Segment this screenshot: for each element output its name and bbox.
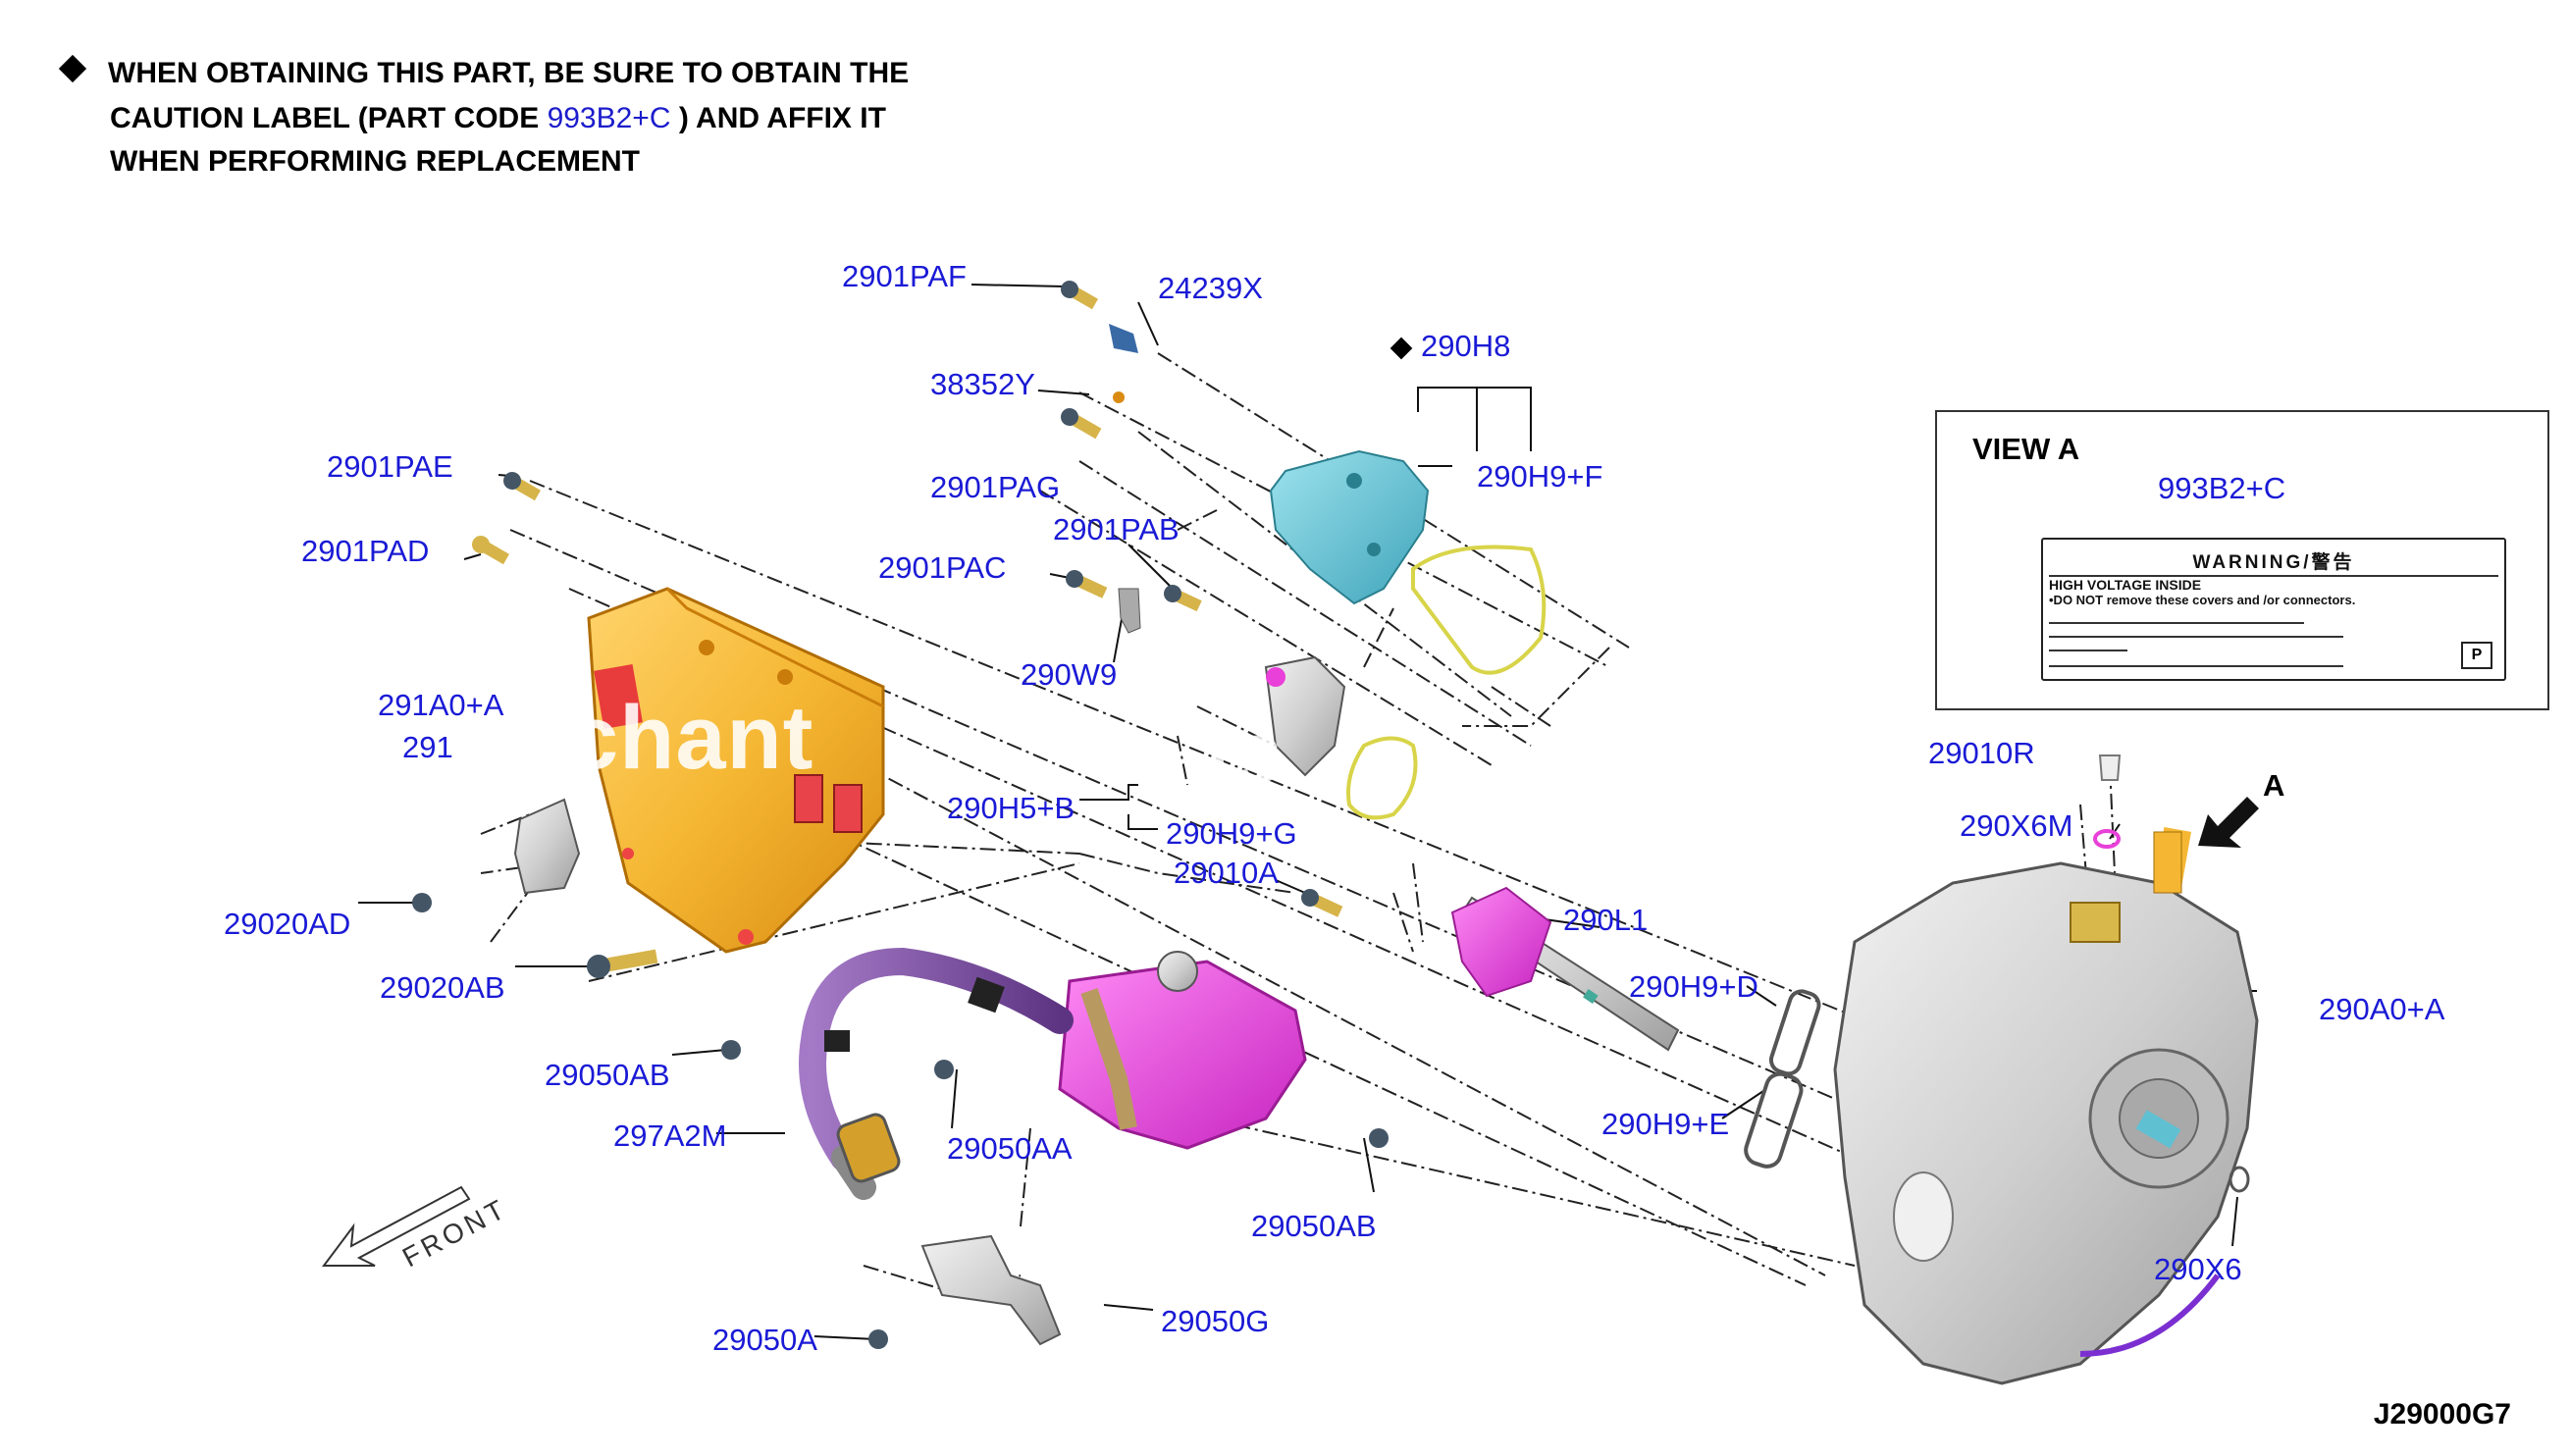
divider [2049,575,2498,577]
callout-290H8[interactable]: 290H8 [1390,329,1511,363]
warning-title: WARNING/警告 [2192,552,2355,573]
divider [2049,650,2127,651]
callout-297A2M[interactable]: 297A2M [613,1118,727,1153]
callout-29020AD[interactable]: 29020AD [224,907,351,941]
callout-2901PAD[interactable]: 2901PAD [301,534,430,568]
callout-290W9[interactable]: 290W9 [1021,657,1118,692]
diagram-id: J29000G7 [2373,1398,2511,1430]
clip-38352Y [1113,391,1125,403]
sensor-290W9 [1118,588,1141,634]
oil-pump-cover-290H8[interactable] [1269,449,1430,605]
cable-297A2M[interactable] [799,947,1074,1200]
shaft-290L1[interactable] [1450,886,1680,1052]
warning-label: WARNING/警告 HIGH VOLTAGE INSIDE •DO NOT r… [2041,538,2506,681]
bolt-29020AB [587,949,658,978]
callout-2901PAE[interactable]: 2901PAE [327,449,453,484]
assembly-lines [480,352,2160,1306]
note-line-2-prefix: CAUTION LABEL (PART CODE [110,102,540,134]
note-line-1: WHEN OBTAINING THIS PART, BE SURE TO OBT… [108,57,910,89]
inverter-assembly[interactable] [587,587,885,954]
bolt-2901PAE [503,472,541,501]
callout-291A0A[interactable]: 291A0+A [378,688,504,722]
watermark: ts [1205,703,1283,801]
bolt-29050AB-1 [721,1040,741,1060]
watermark: erchant [481,688,814,788]
drain-plug-29010R[interactable] [2098,754,2122,781]
divider [2049,665,2343,667]
o-ring-290X6M[interactable] [2093,829,2121,849]
callout-290L1[interactable]: 290L1 [1563,903,1649,937]
view-a-label-code[interactable]: 993B2+C [2158,471,2286,505]
callout-29050AB-1[interactable]: 29050AB [545,1058,670,1092]
gaskets[interactable] [1346,545,1547,820]
bracket-24239X [1109,324,1138,353]
callout-291-partial[interactable]: 291 [402,730,453,764]
bolt-2901PAG [1061,408,1102,440]
bolt-2901PAF [1061,281,1098,310]
bolt-2901PAC [1066,570,1108,598]
callout-leaders [358,284,2257,1340]
do-not-remove-text: •DO NOT remove these covers and /or conn… [2049,593,2356,607]
callout-290X6[interactable]: 290X6 [2154,1252,2242,1286]
bracket-29050G[interactable] [920,1234,1062,1346]
note-line-2: CAUTION LABEL (PART CODE 993B2+C ) AND A… [110,102,886,135]
callout-290H9D[interactable]: 290H9+D [1629,969,1758,1004]
bolts[interactable] [412,278,1389,1349]
callout-29050AA[interactable]: 29050AA [947,1131,1073,1166]
callout-29050A[interactable]: 29050A [712,1323,817,1357]
bolt-2901PAD [472,536,509,565]
callout-2901PAB[interactable]: 2901PAB [1053,512,1180,546]
callout-290H9F[interactable]: 290H9+F [1477,459,1603,494]
caution-label-993B2C[interactable] [2153,831,2182,894]
callout-24239X[interactable]: 24239X [1158,271,1263,305]
o-ring-gaskets[interactable] [1743,988,1822,1170]
bolt-29050AA [934,1060,954,1079]
view-a-inset: VIEW A 993B2+C WARNING/警告 HIGH VOLTAGE I… [1935,410,2549,710]
callout-2901PAG[interactable]: 2901PAG [930,470,1061,504]
sensor-bracket-290H5[interactable] [1264,655,1346,777]
view-a-title: VIEW A [1972,432,2080,466]
divider [2049,622,2304,624]
callout-290H9G[interactable]: 290H9+G [1166,816,1297,851]
bolt-29050AB-2 [1369,1128,1389,1148]
high-voltage-text: HIGH VOLTAGE INSIDE [2049,577,2202,593]
bolt-2901PAB [1164,585,1202,612]
harness-cover[interactable] [1058,951,1307,1150]
callout-2901PAF[interactable]: 2901PAF [842,259,967,293]
callout-290H9E[interactable]: 290H9+E [1601,1107,1730,1141]
bolt-29010A [1301,889,1343,917]
note-line-3: WHEN PERFORMING REPLACEMENT [110,145,640,178]
callout-38352Y[interactable]: 38352Y [930,367,1035,401]
p-mark: P [2461,642,2492,669]
callout-290X6M[interactable]: 290X6M [1960,808,2073,843]
front-arrow-icon [322,1185,471,1267]
note-line-2-suffix: ) AND AFFIX IT [678,102,886,134]
callout-290A0A[interactable]: 290A0+A [2319,992,2445,1026]
bolt-29020AD [412,893,432,912]
o-ring-290X6[interactable] [2229,1166,2250,1193]
divider [2049,636,2343,638]
callout-29050G[interactable]: 29050G [1161,1304,1270,1338]
callout-29010A[interactable]: 29010A [1174,856,1279,890]
callout-29010R[interactable]: 29010R [1928,736,2035,770]
note-part-code[interactable]: 993B2+C [547,102,671,134]
bracket-plate[interactable] [513,798,581,895]
transaxle-housing-290A0[interactable] [1833,827,2259,1385]
bolt-29050A [868,1329,888,1349]
view-a-marker: A [2263,768,2285,803]
diamond-icon [1390,337,1413,360]
callout-29050AB-2[interactable]: 29050AB [1251,1209,1377,1243]
view-a-arrow [2198,797,2259,848]
callout-290H8-label: 290H8 [1421,329,1511,363]
callout-29020AB[interactable]: 29020AB [380,970,505,1005]
callout-290H5B[interactable]: 290H5+B [947,791,1075,825]
callout-2901PAC[interactable]: 2901PAC [878,550,1007,585]
